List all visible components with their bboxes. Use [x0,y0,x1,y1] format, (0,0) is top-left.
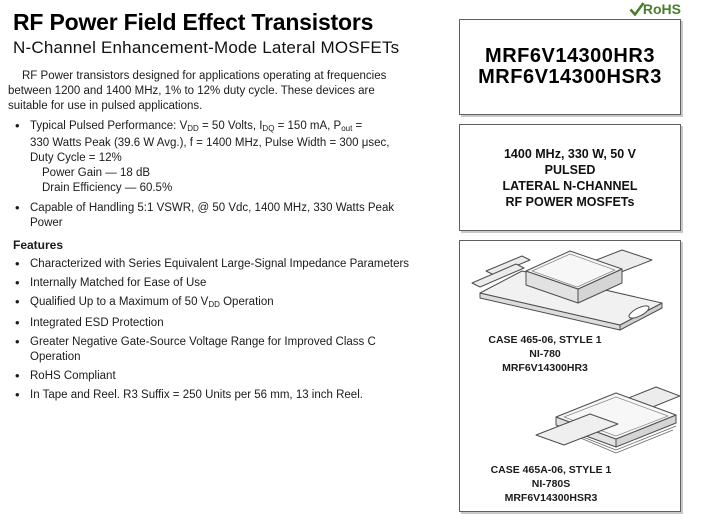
intro-line: suitable for use in pulsed applications. [8,100,203,112]
rohs-label: RoHS [642,1,681,17]
feature-rohs-compliant: RoHS Compliant [14,368,454,384]
intro-line: between 1200 and 1400 MHz, 1% to 12% dut… [8,85,375,97]
page-subtitle: N-Channel Enhancement-Mode Lateral MOSFE… [13,38,400,57]
package2-case: CASE 465A-06, STYLE 1 [490,464,612,476]
rohs-badge: RoHS [459,2,681,18]
package1-ni: NI-780 [529,348,561,360]
power-gain-line: Power Gain — 18 dB [42,167,151,179]
package1-caption: CASE 465-06, STYLE 1 NI-780 MRF6V14300HR… [460,333,630,375]
bullet-typical-performance: Typical Pulsed Performance: VDD = 50 Vol… [14,118,454,196]
package1-case: CASE 465-06, STYLE 1 [488,334,602,346]
bullet-vswr-capability: Capable of Handling 5:1 VSWR, @ 50 Vdc, … [14,200,454,231]
package2-ni: NI-780S [531,478,571,490]
spec-line-frequency: 1400 MHz, 330 W, 50 V [503,146,636,161]
spec-line-pulsed: PULSED [544,162,596,177]
spec-line-mosfets: RF POWER MOSFETs [505,194,635,209]
performance-text: = 150 mA, P [274,120,342,132]
feature-text: Operation [219,296,274,308]
features-list: Characterized with Series Equivalent Lar… [8,256,454,403]
performance-line-2: 330 Watts Peak (39.6 W Avg.), f = 1400 M… [30,137,390,149]
subscript-vdd: DD [208,300,220,309]
feature-text: Qualified Up to a Maximum of 50 V [30,296,209,308]
package-box: CASE 465-06, STYLE 1 NI-780 MRF6V14300HR… [459,240,681,512]
subscript-idq: DQ [262,124,275,133]
performance-text: = [352,120,363,132]
feature-qualified-vdd: Qualified Up to a Maximum of 50 VDD Oper… [14,294,454,312]
feature-impedance-parameters: Characterized with Series Equivalent Lar… [14,256,454,272]
package2-caption: CASE 465A-06, STYLE 1 NI-780S MRF6V14300… [460,463,642,505]
intro-paragraph: RF Power transistors designed for applic… [8,69,454,114]
feature-line-1: Greater Negative Gate-Source Voltage Ran… [30,336,376,348]
vswr-line-1: Capable of Handling 5:1 VSWR, @ 50 Vdc, … [30,202,395,214]
performance-text: = 50 Volts, I [198,120,263,132]
subscript-vdd: DD [187,124,199,133]
spec-line-channel: LATERAL N-CHANNEL [502,178,638,193]
left-column: RF Power Field Effect Transistors N-Chan… [8,10,454,407]
rohs-check-icon [629,2,645,17]
features-heading: Features [13,238,64,252]
vswr-line-2: Power [30,217,63,229]
feature-internally-matched: Internally Matched for Ease of Use [14,275,454,291]
spec-summary-box: 1400 MHz, 330 W, 50 V PULSED LATERAL N-C… [459,124,681,231]
flanged-package-image [471,249,663,331]
page-title: RF Power Field Effect Transistors [13,9,374,35]
package2-part: MRF6V14300HSR3 [504,492,598,504]
right-column: RoHS MRF6V14300HR3 MRF6V14300HSR3 1400 M… [459,2,681,512]
performance-text: Typical Pulsed Performance: V [30,120,188,132]
subscript-pout: out [341,124,353,133]
feature-gate-source-range: Greater Negative Gate-Source Voltage Ran… [14,334,454,365]
flangeless-package-image [535,386,680,454]
part-number-2: MRF6V14300HSR3 [478,66,662,88]
performance-line-1: Typical Pulsed Performance: VDD = 50 Vol… [30,119,454,136]
intro-line: RF Power transistors designed for applic… [22,70,387,82]
part-number-1: MRF6V14300HR3 [485,45,655,67]
drain-efficiency-line: Drain Efficiency — 60.5% [42,182,173,194]
feature-tape-and-reel: In Tape and Reel. R3 Suffix = 250 Units … [14,387,454,403]
package1-part: MRF6V14300HR3 [502,362,588,374]
performance-line-3: Duty Cycle = 12% [30,152,122,164]
feature-line-2: Operation [30,351,81,363]
feature-esd-protection: Integrated ESD Protection [14,315,454,331]
part-number-box: MRF6V14300HR3 MRF6V14300HSR3 [459,19,681,115]
